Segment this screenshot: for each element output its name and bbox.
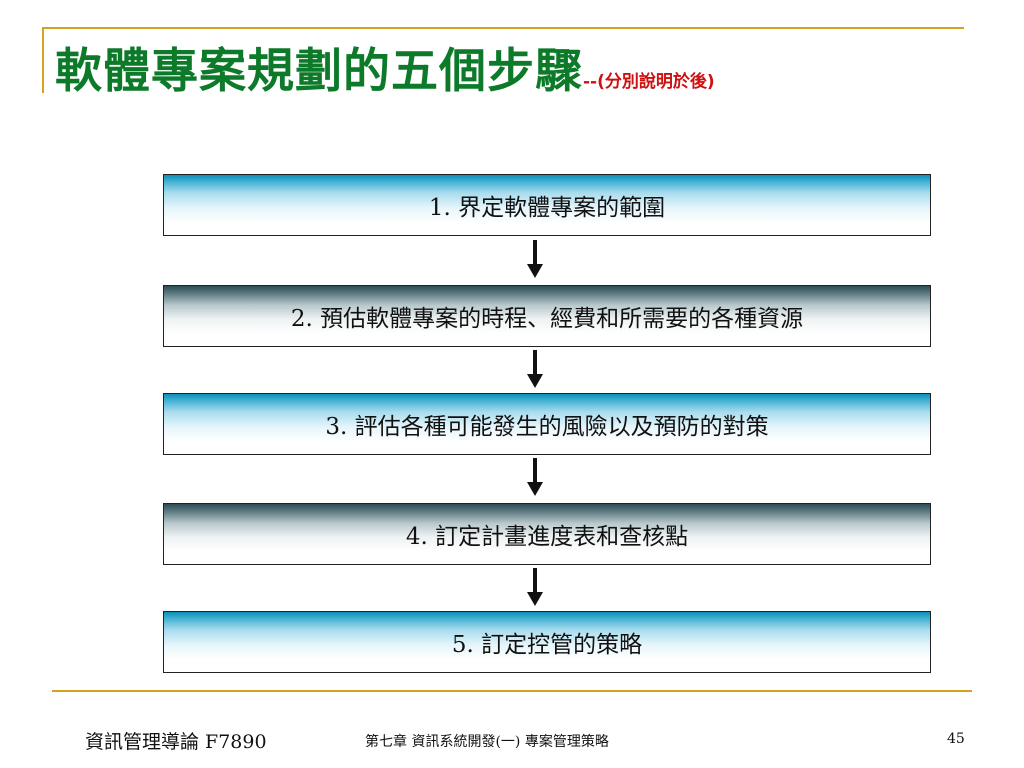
step-1-label: 1. 界定軟體專案的範圍 — [428, 195, 666, 221]
footer-course: 資訊管理導論 F7890 — [85, 731, 267, 753]
arrow-down-icon — [527, 240, 543, 278]
step-2-box: 2. 預估軟體專案的時程、經費和所需要的各種資源 — [163, 285, 931, 347]
arrow-down-icon — [527, 350, 543, 388]
step-5-label: 5. 訂定控管的策略 — [451, 632, 643, 658]
page-number: 45 — [947, 731, 965, 747]
title-note: --(分別說明於後) — [583, 72, 715, 92]
step-1-box: 1. 界定軟體專案的範圍 — [163, 174, 931, 236]
footer-divider — [52, 690, 972, 692]
step-3-box: 3. 評估各種可能發生的風險以及預防的對策 — [163, 393, 931, 455]
arrow-down-icon — [527, 568, 543, 606]
title-main: 軟體專案規劃的五個步驟 — [55, 44, 583, 99]
step-3-label: 3. 評估各種可能發生的風險以及預防的對策 — [325, 414, 769, 440]
footer-chapter: 第七章 資訊系統開發(一) 專案管理策略 — [365, 734, 609, 750]
frame-left-line — [42, 27, 44, 93]
frame-top-line — [42, 27, 964, 29]
arrow-down-icon — [527, 458, 543, 496]
step-4-box: 4. 訂定計畫進度表和查核點 — [163, 503, 931, 565]
step-2-label: 2. 預估軟體專案的時程、經費和所需要的各種資源 — [290, 306, 804, 332]
step-5-box: 5. 訂定控管的策略 — [163, 611, 931, 673]
slide-title: 軟體專案規劃的五個步驟--(分別說明於後) — [55, 32, 715, 101]
step-4-label: 4. 訂定計畫進度表和查核點 — [405, 524, 689, 550]
